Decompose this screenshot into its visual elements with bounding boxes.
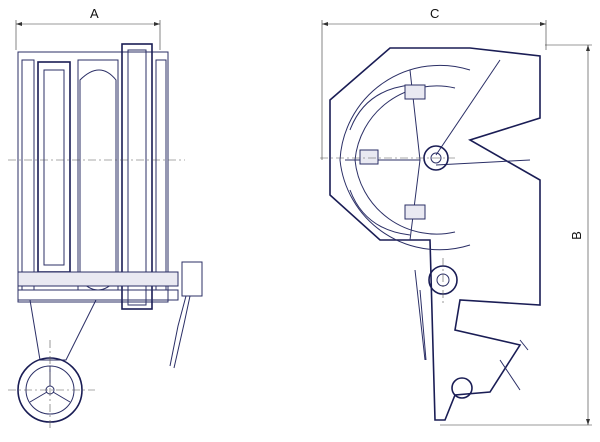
front-view — [8, 43, 203, 430]
dimension-c-label: C — [430, 6, 440, 21]
dimension-a-line — [15, 20, 161, 50]
dimension-a-label: A — [90, 6, 99, 21]
dimension-b-line — [440, 44, 592, 426]
dimension-b-label: B — [568, 231, 584, 240]
dimension-c-line — [321, 20, 547, 160]
side-view — [320, 47, 541, 421]
